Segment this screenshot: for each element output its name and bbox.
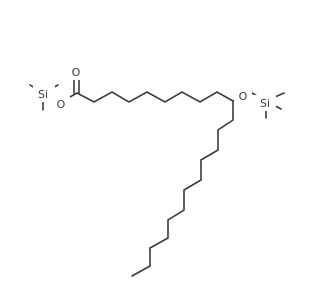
atom-o-ether: O bbox=[239, 90, 248, 103]
chain-bonds bbox=[76, 91, 234, 103]
atom-labels: O O Si O Si bbox=[33, 64, 276, 112]
atom-si-ester: Si bbox=[38, 88, 48, 101]
structural-formula: O O Si O Si bbox=[29, 64, 285, 277]
atom-o-carbonyl: O bbox=[72, 66, 81, 79]
atom-si-ether: Si bbox=[260, 97, 270, 110]
octyl-branch-bonds bbox=[167, 100, 234, 221]
octyl-branch-bonds bbox=[131, 219, 169, 277]
atom-o-ester: O bbox=[57, 98, 66, 111]
